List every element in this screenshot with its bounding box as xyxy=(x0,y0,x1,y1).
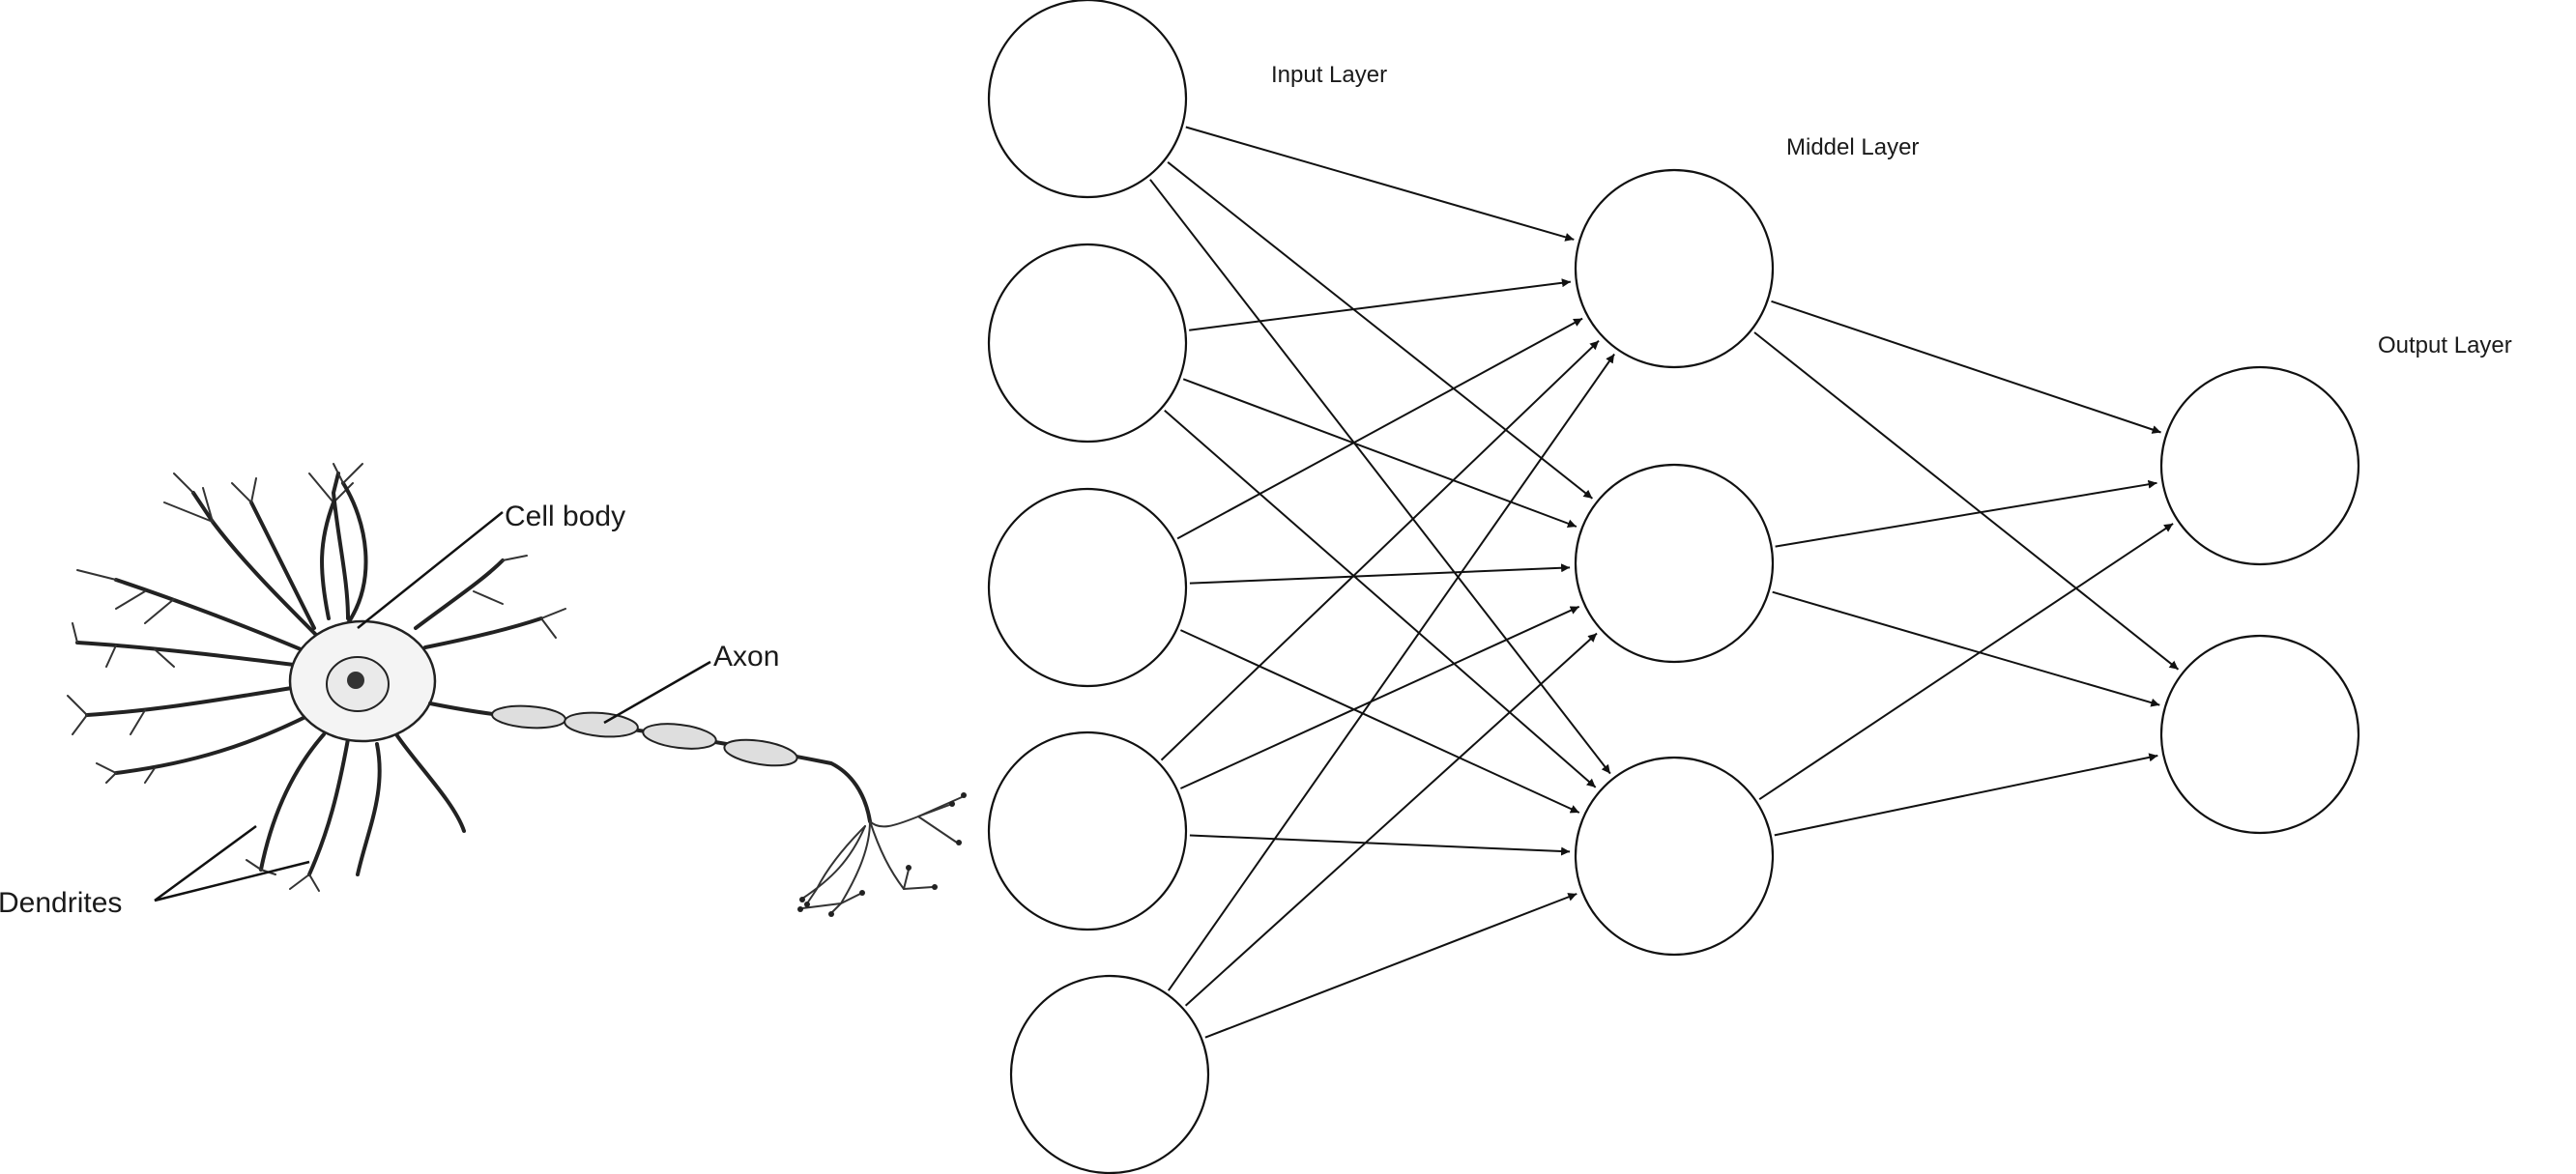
dendrites-leader-line-1 xyxy=(154,824,257,902)
nucleolus-drawing xyxy=(347,672,364,689)
axon-terminals-drawing xyxy=(797,792,967,917)
input-node-4 xyxy=(987,730,1188,931)
connection-arrow xyxy=(1772,590,2160,707)
network-nodes xyxy=(987,0,2360,1174)
input-node-5 xyxy=(1009,974,1210,1174)
middle-node-3 xyxy=(1574,756,1775,957)
dendrites-label: Dendrites xyxy=(0,887,122,919)
middle-node-2 xyxy=(1574,463,1775,664)
axon-drawing xyxy=(428,702,872,823)
middel-layer-label: Middel Layer xyxy=(1786,134,1919,160)
neural-network-diagram: Input Layer Middel Layer Output Layer xyxy=(987,0,2512,1174)
connection-arrows xyxy=(1149,126,2180,1039)
connection-arrow xyxy=(1182,378,1577,529)
connection-arrow xyxy=(1775,479,2157,548)
connection-arrow xyxy=(1179,605,1580,789)
input-node-3 xyxy=(987,487,1188,688)
connection-arrow xyxy=(1167,161,1594,500)
input-node-2 xyxy=(987,243,1188,444)
input-layer-label: Input Layer xyxy=(1271,62,1387,88)
output-node-1 xyxy=(2159,365,2360,566)
dendrites-leader-line-2 xyxy=(154,860,310,902)
connection-arrow xyxy=(1160,339,1600,761)
connection-arrow xyxy=(1179,629,1580,814)
neuron-illustration: Cell body Axon Dendrites xyxy=(0,463,967,919)
connection-arrow xyxy=(1774,753,2158,837)
connection-arrow xyxy=(1771,300,2161,434)
connection-arrow xyxy=(1167,353,1615,991)
dendrites-drawing xyxy=(67,463,566,892)
connection-arrow xyxy=(1753,331,2180,671)
cell-body-leader-line xyxy=(357,511,504,629)
connection-arrow xyxy=(1164,410,1597,788)
connection-arrow xyxy=(1176,317,1583,540)
connection-arrow xyxy=(1189,278,1572,331)
connection-arrow xyxy=(1149,179,1611,775)
input-node-1 xyxy=(987,0,1188,199)
output-node-2 xyxy=(2159,634,2360,835)
cell-body-label: Cell body xyxy=(505,501,625,532)
connection-arrow xyxy=(1189,834,1571,856)
output-layer-label: Output Layer xyxy=(2378,332,2512,358)
axon-label: Axon xyxy=(713,641,779,673)
connection-arrow xyxy=(1204,893,1577,1039)
connection-arrow xyxy=(1185,126,1575,242)
connection-arrow xyxy=(1184,632,1598,1007)
middle-node-1 xyxy=(1574,168,1775,369)
connection-arrow xyxy=(1758,523,2174,801)
axon-leader-line xyxy=(603,660,711,725)
connection-arrow xyxy=(1189,563,1571,585)
